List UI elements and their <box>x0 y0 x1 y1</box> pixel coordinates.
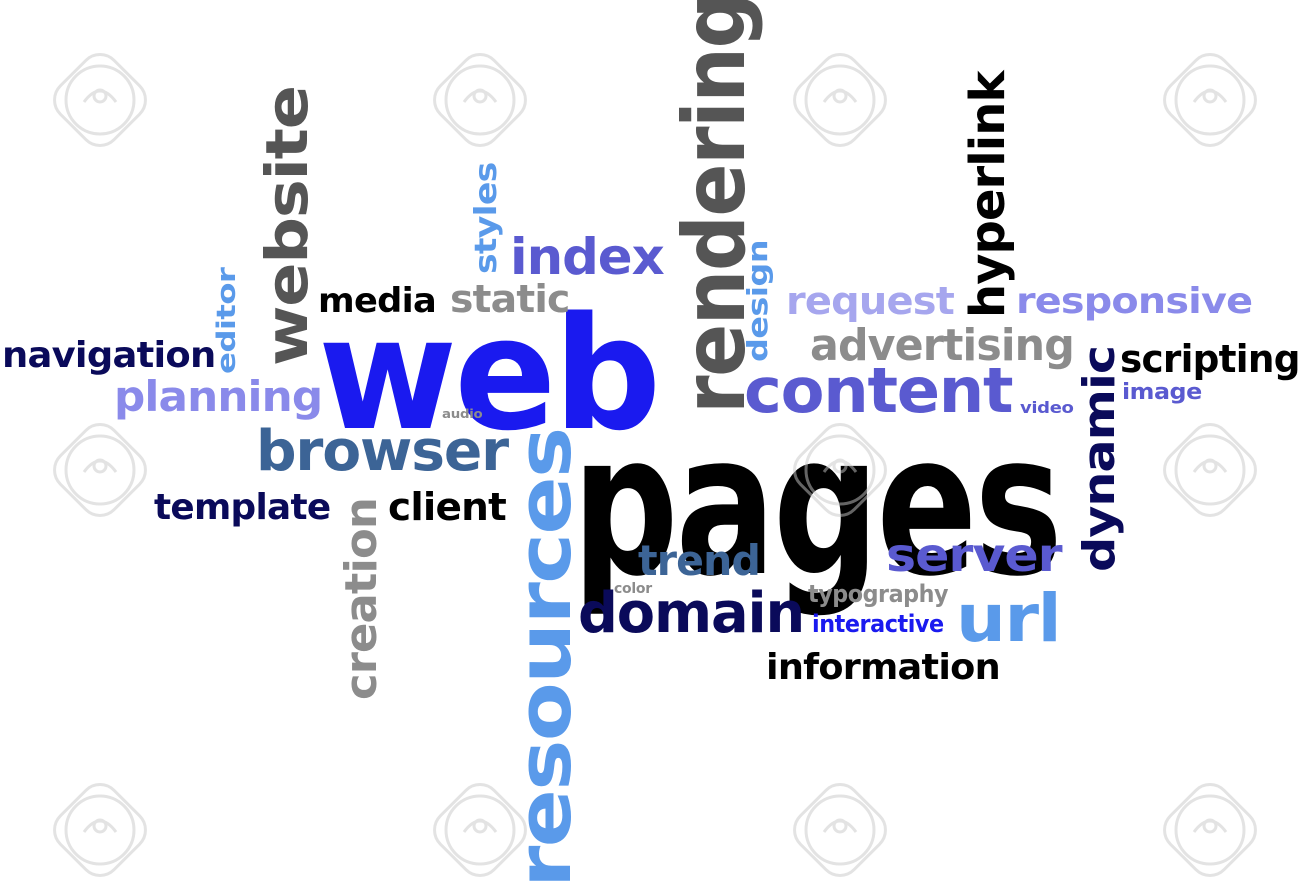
word-client: client <box>388 485 507 529</box>
word-interactive: interactive <box>812 610 944 638</box>
word-static: static <box>450 277 570 321</box>
word-content: content <box>744 354 1014 427</box>
word-typography: typography <box>808 580 949 608</box>
word-scripting: scripting <box>1120 337 1300 381</box>
word-server: server <box>886 528 1063 582</box>
word-browser: browser <box>256 419 509 484</box>
word-template: template <box>154 487 331 528</box>
word-media: media <box>318 281 437 321</box>
word-website: website <box>253 86 321 366</box>
word-planning: planning <box>114 372 323 421</box>
word-hyperlink: hyperlink <box>960 71 1016 318</box>
word-resources: resources <box>502 428 588 888</box>
word-styles: styles <box>469 162 504 274</box>
word-video: video <box>1020 398 1074 417</box>
word-domain: domain <box>578 581 805 646</box>
word-information: information <box>766 647 1001 688</box>
word-navigation: navigation <box>2 335 216 376</box>
word-color: color <box>614 581 652 597</box>
word-url: url <box>956 580 1062 657</box>
word-creation: creation <box>336 498 387 700</box>
word-audio: audio <box>442 407 483 421</box>
word-web: web <box>318 283 661 465</box>
word-advertising: advertising <box>810 320 1075 371</box>
word-image: image <box>1122 380 1202 405</box>
word-trend: trend <box>638 536 761 585</box>
word-editor: editor <box>212 267 242 374</box>
word-design: design <box>741 240 774 362</box>
word-index: index <box>510 228 665 286</box>
word-request: request <box>786 279 955 323</box>
word-responsive: responsive <box>1016 281 1253 322</box>
word-dynamic: dynamic <box>1074 345 1125 572</box>
